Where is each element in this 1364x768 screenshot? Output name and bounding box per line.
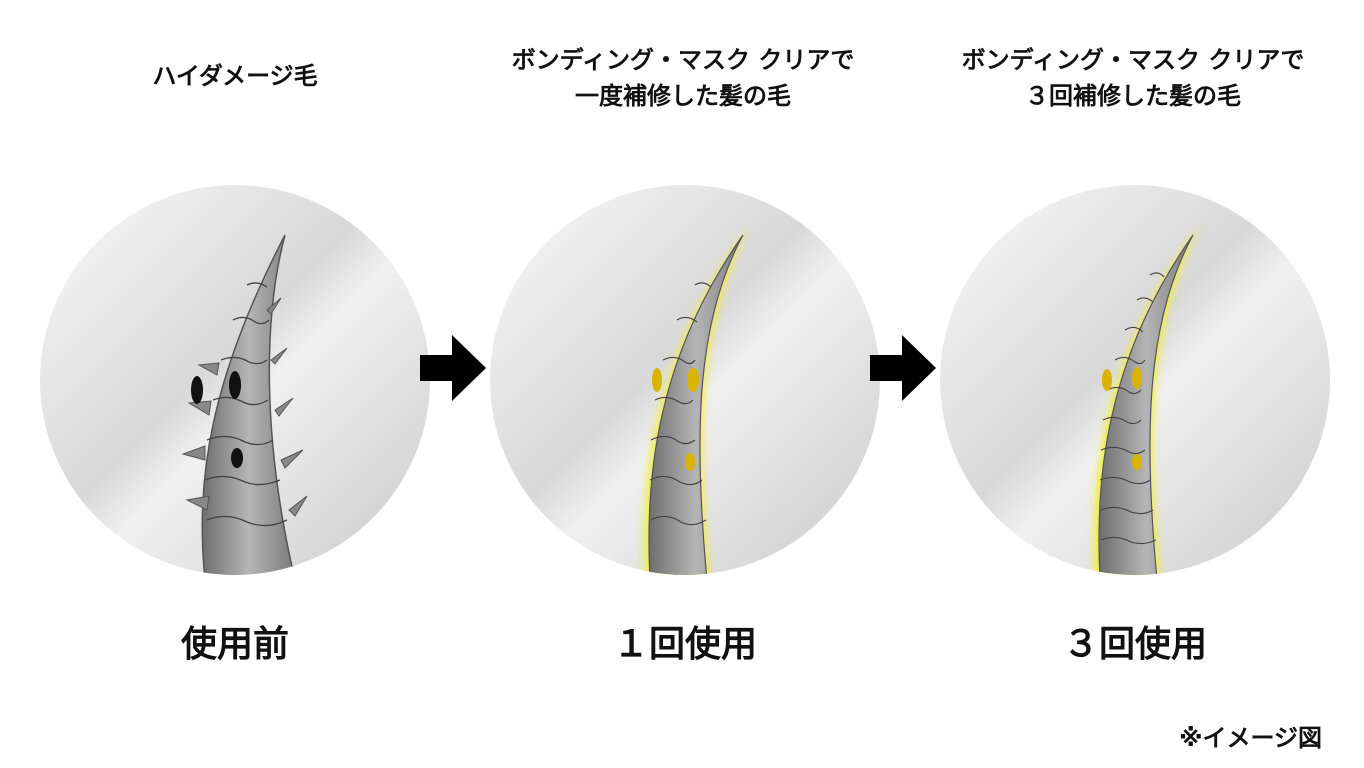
caption-line: ３回補修した髪の毛: [1025, 82, 1241, 110]
repaired-once-hair-illustration: [490, 185, 880, 575]
caption-line: ボンディング・マスク クリアで: [511, 46, 855, 74]
repair-spots: [652, 368, 699, 471]
repair-spots: [1102, 367, 1142, 470]
label-before: 使用前: [180, 624, 289, 665]
label-three: ３回使用: [1062, 624, 1207, 665]
damaged-hair-illustration: [40, 185, 430, 575]
arrow-right-icon: [420, 335, 486, 401]
arrow-right-icon: [870, 335, 936, 401]
caption-before: ハイダメージ毛: [5, 58, 465, 94]
damage-spots: [191, 371, 243, 468]
caption-line: 一度補修した髪の毛: [575, 82, 791, 110]
caption-once: ボンディング・マスク クリアで 一度補修した髪の毛: [453, 42, 913, 114]
caption-three: ボンディング・マスク クリアで ３回補修した髪の毛: [903, 42, 1363, 114]
caption-line: ハイダメージ毛: [152, 62, 318, 90]
label-once: １回使用: [612, 624, 757, 665]
image-note: ※イメージ図: [1179, 724, 1322, 752]
caption-line: ボンディング・マスク クリアで: [961, 46, 1305, 74]
repaired-three-times-hair-illustration: [940, 185, 1330, 575]
